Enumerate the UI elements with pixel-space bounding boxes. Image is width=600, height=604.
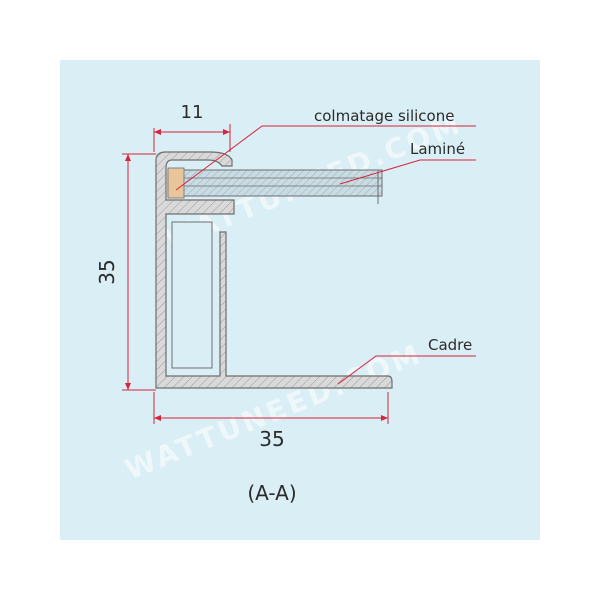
dimension-top-width: 11 (153, 102, 231, 152)
dimension-height-value: 35 (95, 259, 119, 284)
silicone-seal (167, 167, 185, 199)
frame-profile (155, 151, 393, 389)
dimension-bottom-value: 35 (259, 427, 284, 451)
dimension-height: 35 (95, 153, 156, 391)
callout-frame: Cadre (337, 336, 476, 385)
callout-laminate-label: Laminé (410, 140, 465, 158)
dimension-bottom-width: 35 (153, 392, 389, 451)
callout-silicone-label: colmatage silicone (314, 107, 454, 125)
laminate-panel (167, 169, 383, 204)
section-label: (A-A) (247, 481, 296, 505)
callout-silicone: colmatage silicone (175, 107, 476, 191)
callout-frame-label: Cadre (428, 336, 472, 354)
diagram-background (60, 60, 540, 540)
callout-laminate: Laminé (339, 140, 476, 185)
dimension-top-value: 11 (181, 102, 204, 123)
